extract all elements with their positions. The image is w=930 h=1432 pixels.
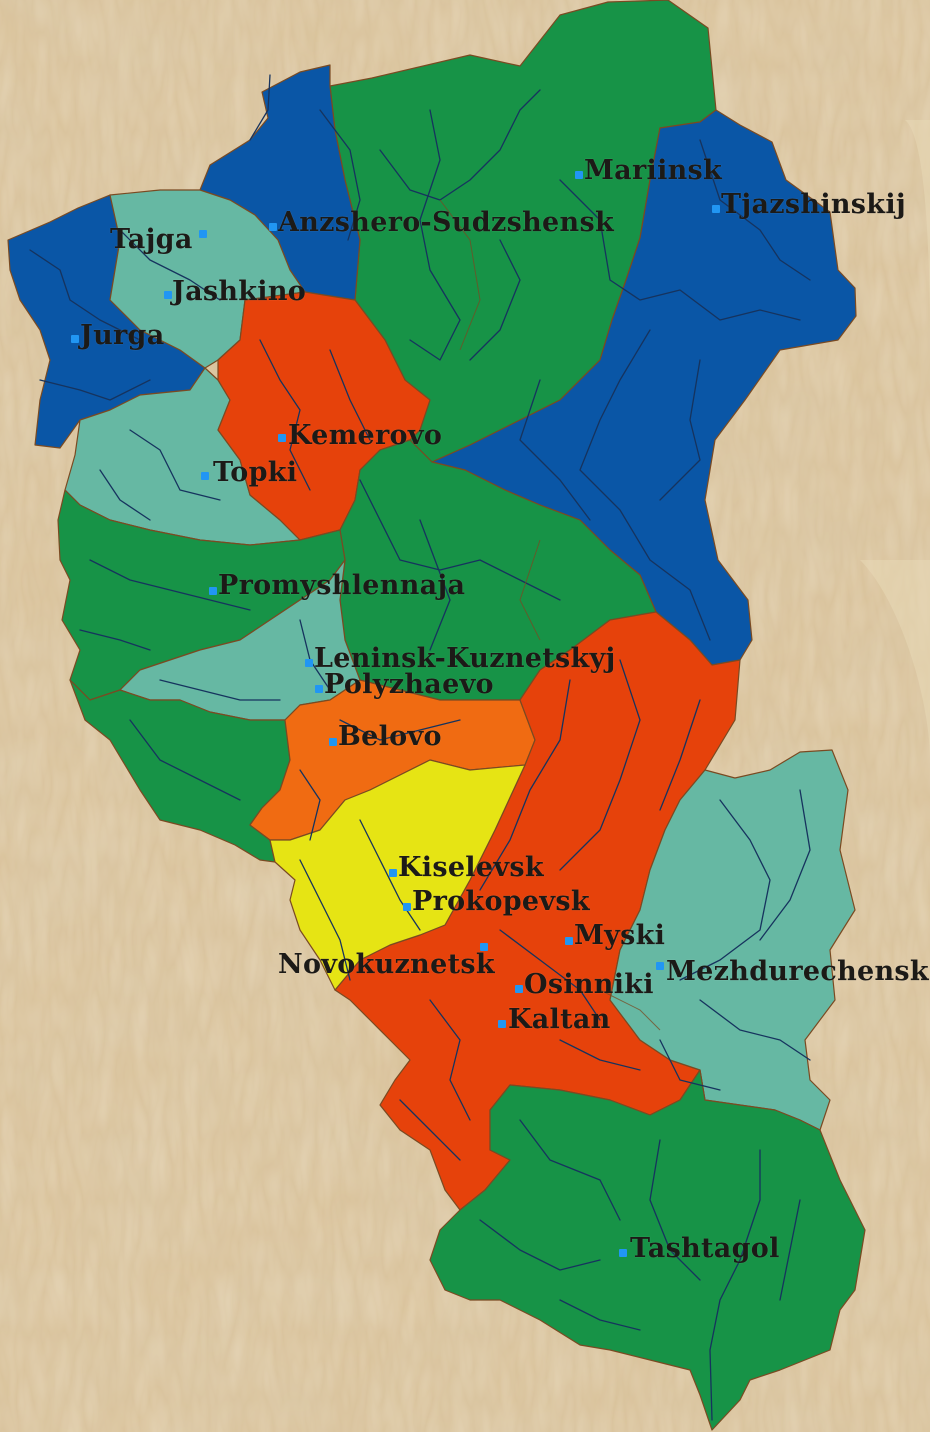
city-dot-belovo — [329, 738, 337, 746]
river-path — [779, 1199, 801, 1301]
city-label-mezhdurechensk[interactable]: Mezhdurechensk — [666, 956, 929, 987]
boundary-line — [519, 539, 541, 641]
river-path — [649, 1139, 701, 1281]
city-dot-anzhero — [269, 223, 277, 231]
river-path — [319, 109, 361, 241]
city-dot-topki — [201, 472, 209, 480]
river-path — [559, 1299, 641, 1331]
boundary-line — [599, 989, 661, 1031]
region-tashtagol-green — [429, 1069, 866, 1431]
river-path — [329, 349, 371, 441]
city-label-tjazshinskij[interactable]: Tjazshinskij — [721, 189, 906, 220]
city-label-novokuznetsk[interactable]: Novokuznetsk — [278, 949, 495, 980]
city-label-kemerovo[interactable]: Kemerovo — [288, 420, 443, 451]
region-kiselevsk-yellow — [269, 759, 526, 991]
city-dot-myski — [565, 937, 573, 945]
city-dot-tashtagol — [619, 1249, 627, 1257]
city-dot-kiselevsk — [389, 869, 397, 877]
river-path — [99, 469, 151, 521]
city-dot-kemerovo — [278, 434, 286, 442]
boundary-line — [439, 199, 481, 351]
river-path — [259, 339, 311, 491]
river-path — [659, 1039, 721, 1091]
river-path — [359, 479, 561, 601]
city-label-osinniki[interactable]: Osinniki — [524, 969, 654, 1000]
river-path — [119, 229, 221, 301]
river-path — [659, 699, 701, 811]
river-path — [299, 859, 351, 981]
city-label-anzhero[interactable]: Anzshero-Sudzshensk — [278, 207, 614, 238]
river-path — [129, 719, 241, 801]
river-path — [129, 429, 221, 501]
city-dot-tjazshinskij — [712, 205, 720, 213]
city-dot-tajga — [199, 230, 207, 238]
district-boundaries — [439, 199, 661, 1031]
city-label-belovo[interactable]: Belovo — [338, 721, 442, 752]
district-regions — [7, 0, 866, 1431]
river-path — [469, 239, 521, 361]
river-path — [159, 679, 281, 701]
city-dot-kaltan — [498, 1020, 506, 1028]
river-path — [519, 379, 591, 521]
city-label-kaltan[interactable]: Kaltan — [508, 1004, 611, 1035]
river-path — [409, 109, 461, 361]
city-label-topki[interactable]: Topki — [213, 457, 298, 488]
river-path — [559, 179, 801, 321]
city-label-jurga[interactable]: Jurga — [80, 320, 165, 351]
river-network — [29, 74, 811, 1421]
city-dot-prokopevsk — [403, 903, 411, 911]
river-path — [399, 1099, 461, 1161]
river-path — [559, 659, 641, 871]
city-dot-promyshlennaja — [209, 587, 217, 595]
river-path — [249, 74, 271, 141]
city-dot-polyzhaevo — [315, 685, 323, 693]
river-path — [339, 719, 461, 741]
city-label-prokopevsk[interactable]: Prokopevsk — [412, 886, 590, 917]
river-path — [709, 1149, 761, 1421]
river-path — [89, 559, 251, 611]
city-dot-jashkino — [164, 291, 172, 299]
city-label-tajga[interactable]: Tajga — [110, 224, 193, 255]
river-path — [699, 139, 811, 281]
river-path — [499, 929, 601, 1021]
river-path — [479, 679, 571, 891]
city-label-myski[interactable]: Myski — [574, 920, 666, 951]
city-label-polyzhaevo[interactable]: Polyzhaevo — [324, 669, 494, 700]
city-dot-mariinsk — [575, 171, 583, 179]
river-path — [579, 329, 711, 641]
city-dot-osinniki — [515, 985, 523, 993]
river-path — [419, 519, 451, 651]
river-path — [759, 789, 811, 941]
river-path — [299, 769, 321, 841]
river-path — [79, 629, 151, 651]
city-dot-mezhdurechensk — [656, 962, 664, 970]
river-path — [559, 1039, 641, 1071]
river-path — [429, 999, 471, 1121]
city-label-kiselevsk[interactable]: Kiselevsk — [398, 852, 544, 883]
river-path — [359, 819, 421, 931]
river-path — [379, 89, 541, 201]
city-dot-leninsk — [305, 659, 313, 667]
river-path — [519, 1119, 621, 1221]
river-path — [699, 999, 811, 1061]
paper-light-patch — [860, 120, 930, 760]
city-dot-novokuznetsk — [480, 943, 488, 951]
city-label-tashtagol[interactable]: Tashtagol — [630, 1233, 780, 1264]
river-path — [679, 799, 771, 981]
city-label-leninsk[interactable]: Leninsk-Kuznetskyj — [314, 643, 616, 674]
city-label-mariinsk[interactable]: Mariinsk — [584, 155, 723, 186]
city-label-promyshlennaja[interactable]: Promyshlennaja — [218, 570, 466, 601]
river-path — [659, 359, 701, 501]
river-path — [479, 1219, 601, 1271]
city-label-jashkino[interactable]: Jashkino — [172, 276, 307, 307]
river-path — [39, 379, 151, 401]
city-dot-jurga — [71, 335, 79, 343]
river-path — [29, 249, 141, 341]
